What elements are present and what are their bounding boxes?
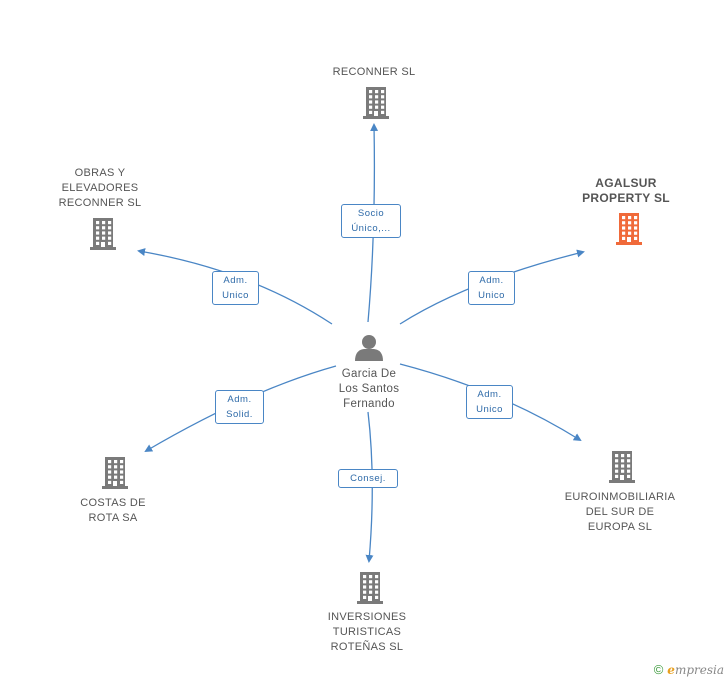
building-icon-inversiones[interactable] <box>357 572 383 604</box>
relation-label-costas: Adm. Solid. <box>215 390 264 424</box>
person-name-label[interactable]: Garcia De Los Santos Fernando <box>338 368 400 410</box>
company-label-inversiones[interactable]: INVERSIONES TURISTICAS ROTEÑAS SL <box>327 611 407 653</box>
footer-brand: ©empresia <box>654 662 724 677</box>
relation-label-reconner: Socio Único,... <box>341 204 401 238</box>
company-label-reconner[interactable]: RECONNER SL <box>332 66 416 78</box>
edges <box>137 123 585 563</box>
building-icon-costas[interactable] <box>102 457 128 489</box>
building-icon-euroinmobiliaria[interactable] <box>609 451 635 483</box>
brand-logo: empresia <box>667 663 724 677</box>
relation-label-inversiones: Consej. <box>338 469 398 488</box>
building-icon-agalsur[interactable] <box>616 213 642 245</box>
copyright-icon: © <box>653 662 664 677</box>
company-label-costas[interactable]: COSTAS DE ROTA SA <box>80 497 146 524</box>
relation-label-agalsur: Adm. Unico <box>468 271 515 305</box>
company-label-euroinmobiliaria[interactable]: EUROINMOBILIARIA DEL SUR DE EUROPA SL <box>564 491 676 533</box>
buildings <box>90 87 642 604</box>
person-icon[interactable] <box>355 335 383 361</box>
relation-label-obras: Adm. Unico <box>212 271 259 305</box>
company-label-agalsur[interactable]: AGALSUR PROPERTY SL <box>582 176 670 205</box>
building-icon-reconner[interactable] <box>363 87 389 119</box>
company-label-obras[interactable]: OBRAS Y ELEVADORES RECONNER SL <box>58 167 142 209</box>
building-icon-obras[interactable] <box>90 218 116 250</box>
relation-label-euroinmobiliaria: Adm. Unico <box>466 385 513 419</box>
